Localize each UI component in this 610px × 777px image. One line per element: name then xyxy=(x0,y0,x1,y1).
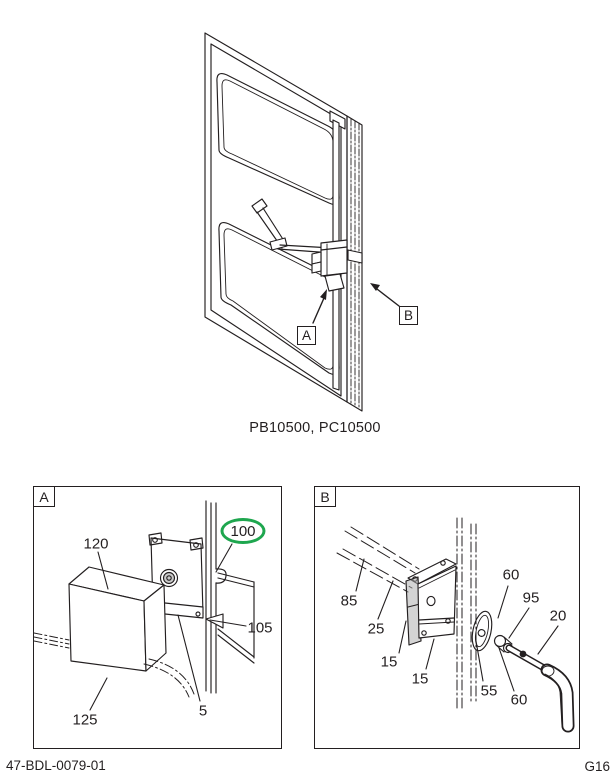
callout-a-label: A xyxy=(297,326,316,345)
door-line-art xyxy=(204,32,400,412)
document-number: 47-BDL-0079-01 xyxy=(6,758,106,773)
part-label-120: 120 xyxy=(83,535,109,553)
page-reference: G16 xyxy=(584,759,610,774)
door-assembly-view: A B xyxy=(204,32,418,412)
actuator-box xyxy=(68,566,167,672)
escutcheon xyxy=(471,610,493,652)
part-label-125: 125 xyxy=(72,711,98,729)
upper-window xyxy=(216,72,340,206)
door-pillar xyxy=(205,500,255,694)
latch-housing xyxy=(405,558,457,646)
part-label-20: 20 xyxy=(549,607,567,625)
callout-b-label: B xyxy=(399,306,418,325)
detail-b-frame-label: B xyxy=(315,487,336,507)
connecting-rods xyxy=(336,526,420,593)
part-label-95: 95 xyxy=(522,589,540,607)
part-label-100-highlighted: 100 xyxy=(220,518,266,544)
door-outline xyxy=(204,32,363,412)
detail-view-a: A xyxy=(33,486,282,749)
door-edge-lines xyxy=(456,517,477,710)
latch-mechanism xyxy=(251,110,363,391)
figure-caption: PB10500, PC10500 xyxy=(249,420,381,436)
part-label-15a: 15 xyxy=(380,653,398,671)
part-label-25: 25 xyxy=(367,620,385,638)
callout-arrows xyxy=(312,283,400,324)
detail-a-line-art xyxy=(34,500,255,711)
part-label-55: 55 xyxy=(480,682,498,700)
cables xyxy=(34,632,70,649)
door-handle xyxy=(505,644,575,733)
leader-lines xyxy=(355,558,559,692)
part-label-105: 105 xyxy=(247,619,273,637)
part-label-5: 5 xyxy=(198,702,208,720)
detail-a-frame-label: A xyxy=(34,487,55,507)
leader-lines xyxy=(89,543,247,711)
detail-view-b: B xyxy=(314,486,580,749)
latch-hook xyxy=(215,568,227,584)
part-label-60a: 60 xyxy=(502,566,520,584)
detail-b-line-art xyxy=(336,517,575,733)
part-label-60b: 60 xyxy=(510,691,528,709)
part-label-85: 85 xyxy=(340,592,358,610)
part-label-15b: 15 xyxy=(411,670,429,688)
bushing xyxy=(493,634,514,654)
curved-rod xyxy=(143,658,195,698)
